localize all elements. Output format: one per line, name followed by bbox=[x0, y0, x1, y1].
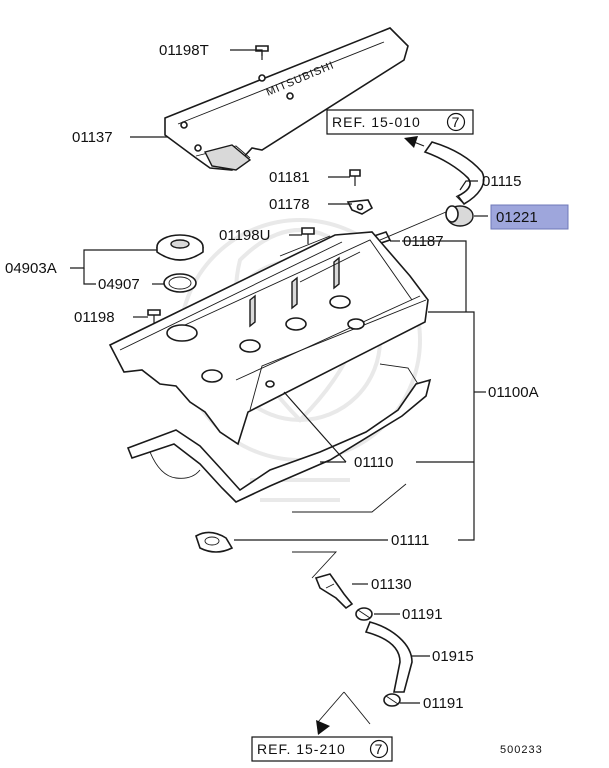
label-01221: 01221 bbox=[496, 209, 538, 226]
label-01198t: 01198T bbox=[159, 42, 209, 59]
hose-01115[interactable] bbox=[423, 141, 485, 206]
label-04903a: 04903A bbox=[5, 260, 57, 277]
label-01198: 01198 bbox=[74, 309, 115, 326]
bolt-01181-icon[interactable] bbox=[349, 169, 361, 186]
label-01137: 01137 bbox=[72, 129, 113, 146]
plug-seal-01111[interactable] bbox=[195, 531, 234, 553]
valve-cover-gasket-01110[interactable] bbox=[126, 363, 432, 503]
clamp-01191-lower[interactable] bbox=[383, 693, 401, 707]
label-04907: 04907 bbox=[98, 276, 140, 293]
label-01178: 01178 bbox=[269, 196, 310, 213]
label-01111: 01111 bbox=[391, 532, 429, 549]
valve-cover-01100a[interactable] bbox=[108, 231, 429, 446]
ref-top-num: 7 bbox=[452, 114, 461, 130]
ref-box-top[interactable]: REF. 15-010 7 bbox=[326, 109, 474, 135]
ref-arrow-top-icon bbox=[404, 136, 425, 148]
label-01110: 01110 bbox=[354, 454, 394, 471]
ref-arrow-bottom-icon bbox=[316, 720, 330, 735]
bolt-01198u-icon[interactable] bbox=[301, 227, 315, 244]
ref-box-bottom[interactable]: REF. 15-210 7 bbox=[251, 736, 393, 762]
clamp-01191-upper[interactable] bbox=[355, 607, 373, 621]
hose-01915[interactable] bbox=[364, 621, 413, 693]
label-01130: 01130 bbox=[371, 576, 412, 593]
label-01100a: 01100A bbox=[488, 384, 539, 401]
label-01187: 01187 bbox=[403, 233, 444, 250]
ref-bottom-num: 7 bbox=[375, 741, 384, 757]
plug-01221[interactable] bbox=[445, 205, 474, 227]
ref-bottom-text: REF. 15-210 bbox=[257, 741, 346, 757]
label-01198u: 01198U bbox=[219, 227, 270, 244]
cap-gasket-04907[interactable] bbox=[163, 273, 197, 293]
label-01915: 01915 bbox=[432, 648, 474, 665]
leader-lines bbox=[70, 49, 488, 725]
highlight-01221[interactable]: 01221 bbox=[490, 204, 569, 230]
pcv-valve-01130[interactable] bbox=[314, 573, 354, 610]
oil-filler-cap-04903a[interactable] bbox=[156, 234, 204, 261]
label-01191-lower: 01191 bbox=[423, 695, 464, 712]
bracket-01178[interactable] bbox=[346, 199, 374, 215]
figure-number: 500233 bbox=[500, 744, 543, 756]
label-01115: 01115 bbox=[482, 173, 522, 190]
ref-top-text: REF. 15-010 bbox=[332, 114, 421, 130]
label-01181: 01181 bbox=[269, 169, 310, 186]
label-01191-upper: 01191 bbox=[402, 606, 443, 623]
